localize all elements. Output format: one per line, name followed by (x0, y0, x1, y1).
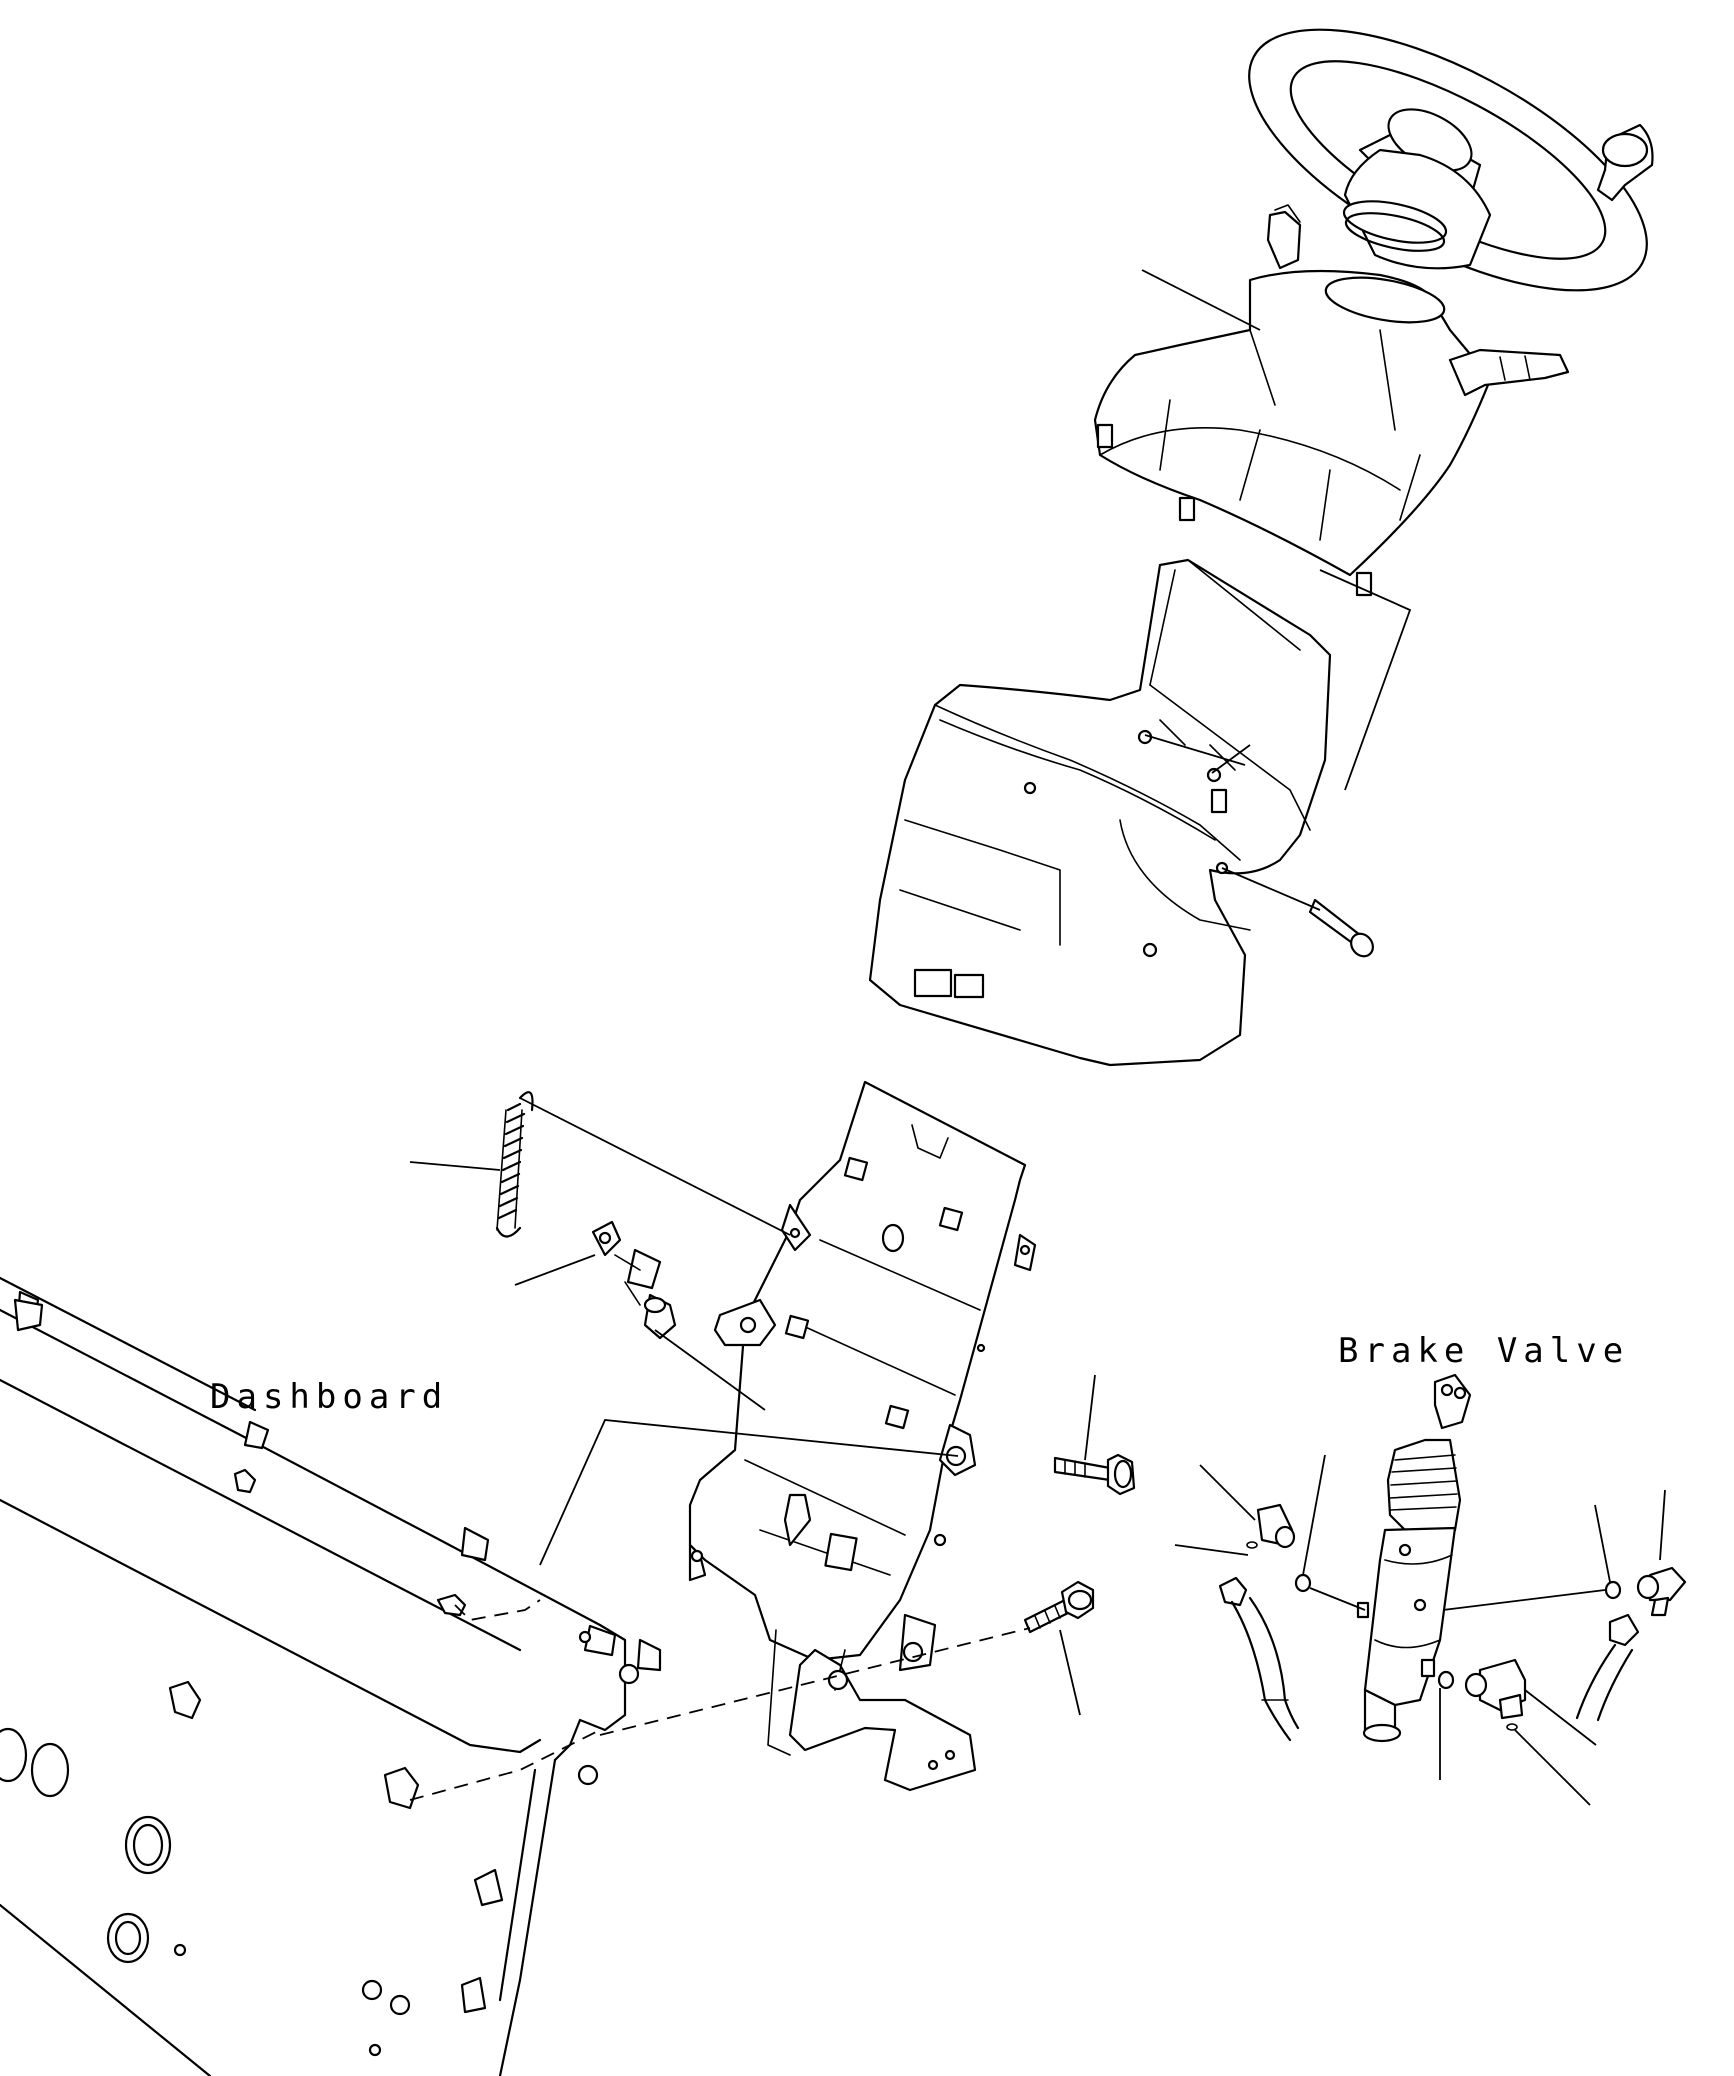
column-cover-lower (868, 558, 1332, 1067)
bolt-lower (1023, 1580, 1095, 1634)
column-cover-upper (1093, 204, 1570, 597)
switch-assembly (591, 1220, 677, 1340)
clip-nut-icon (168, 1468, 467, 1810)
brake-valve-label: Brake Valve (1338, 1331, 1629, 1371)
return-spring (495, 1091, 534, 1238)
dashboard-label: Dashboard (210, 1377, 448, 1417)
leader-lines (409, 269, 1666, 1806)
bolt-upper (1053, 1453, 1136, 1496)
dashboard-panel (0, 1276, 662, 2076)
column-bracket (688, 1080, 1037, 1792)
brake-valve (1218, 1373, 1687, 1743)
column-screw (1308, 898, 1374, 958)
steering-wheel (1248, 28, 1654, 292)
